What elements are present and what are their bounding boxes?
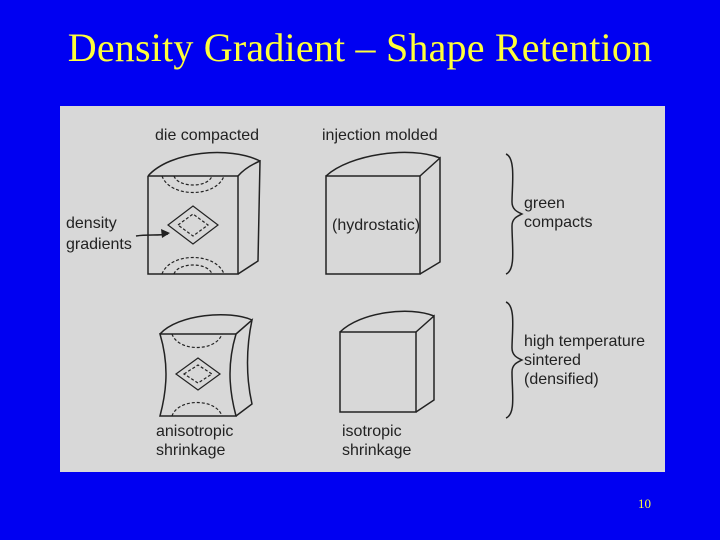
iso-part-top-curve [339,310,435,333]
caption-isotropic-line1: isotropic [342,423,402,440]
aniso-gradient-bottom-arcs [171,402,223,417]
bracket-green-compacts [505,153,524,275]
density-gradient-bottom-arcs [161,256,225,275]
caption-isotropic-line2: shrinkage [342,442,411,459]
bracket-sintered [505,301,524,419]
label-sintered-line3: (densified) [524,371,599,388]
label-green-line2: compacts [524,214,592,231]
caption-anisotropic-line2: shrinkage [156,442,225,459]
heading-die-compacted: die compacted [155,127,259,144]
figure-svg: die compacted injection molded [66,127,645,459]
aniso-part-front-face [158,333,238,417]
label-sintered-line1: high temperature [524,333,645,350]
density-gradient-center-diamond [167,205,219,245]
caption-anisotropic-line1: anisotropic [156,423,233,440]
heading-injection-molded: injection molded [322,127,438,144]
aniso-gradient-top-arcs [171,333,223,348]
die-compacted-green-part [147,151,261,275]
injection-part-side-face [419,156,441,275]
label-sintered-line2: sintered [524,352,581,369]
anisotropic-sintered-part [158,313,254,417]
injection-part-top-curve [325,151,441,177]
callout-density-line2: gradients [66,236,132,253]
isotropic-sintered-part [339,310,435,413]
die-part-front-face [147,176,239,275]
die-part-side-face [237,159,261,275]
shape-retention-figure: die compacted injection molded [60,106,665,472]
injection-molded-green-part [325,151,441,275]
callout-arrow-icon [135,229,170,238]
iso-part-front-face [339,331,417,413]
density-gradient-top-arcs [161,175,225,194]
aniso-part-side-face [235,317,254,417]
callout-density-line1: density [66,215,117,232]
aniso-gradient-center-diamond [174,357,222,391]
iso-part-side-face [415,314,435,413]
slide-title: Density Gradient – Shape Retention [67,25,653,70]
slide-number: 10 [638,496,651,511]
aniso-part-top-curve [159,313,253,335]
label-green-line1: green [524,195,565,212]
callout-hydrostatic: (hydrostatic) [332,217,420,234]
die-part-top-curve [147,151,261,177]
